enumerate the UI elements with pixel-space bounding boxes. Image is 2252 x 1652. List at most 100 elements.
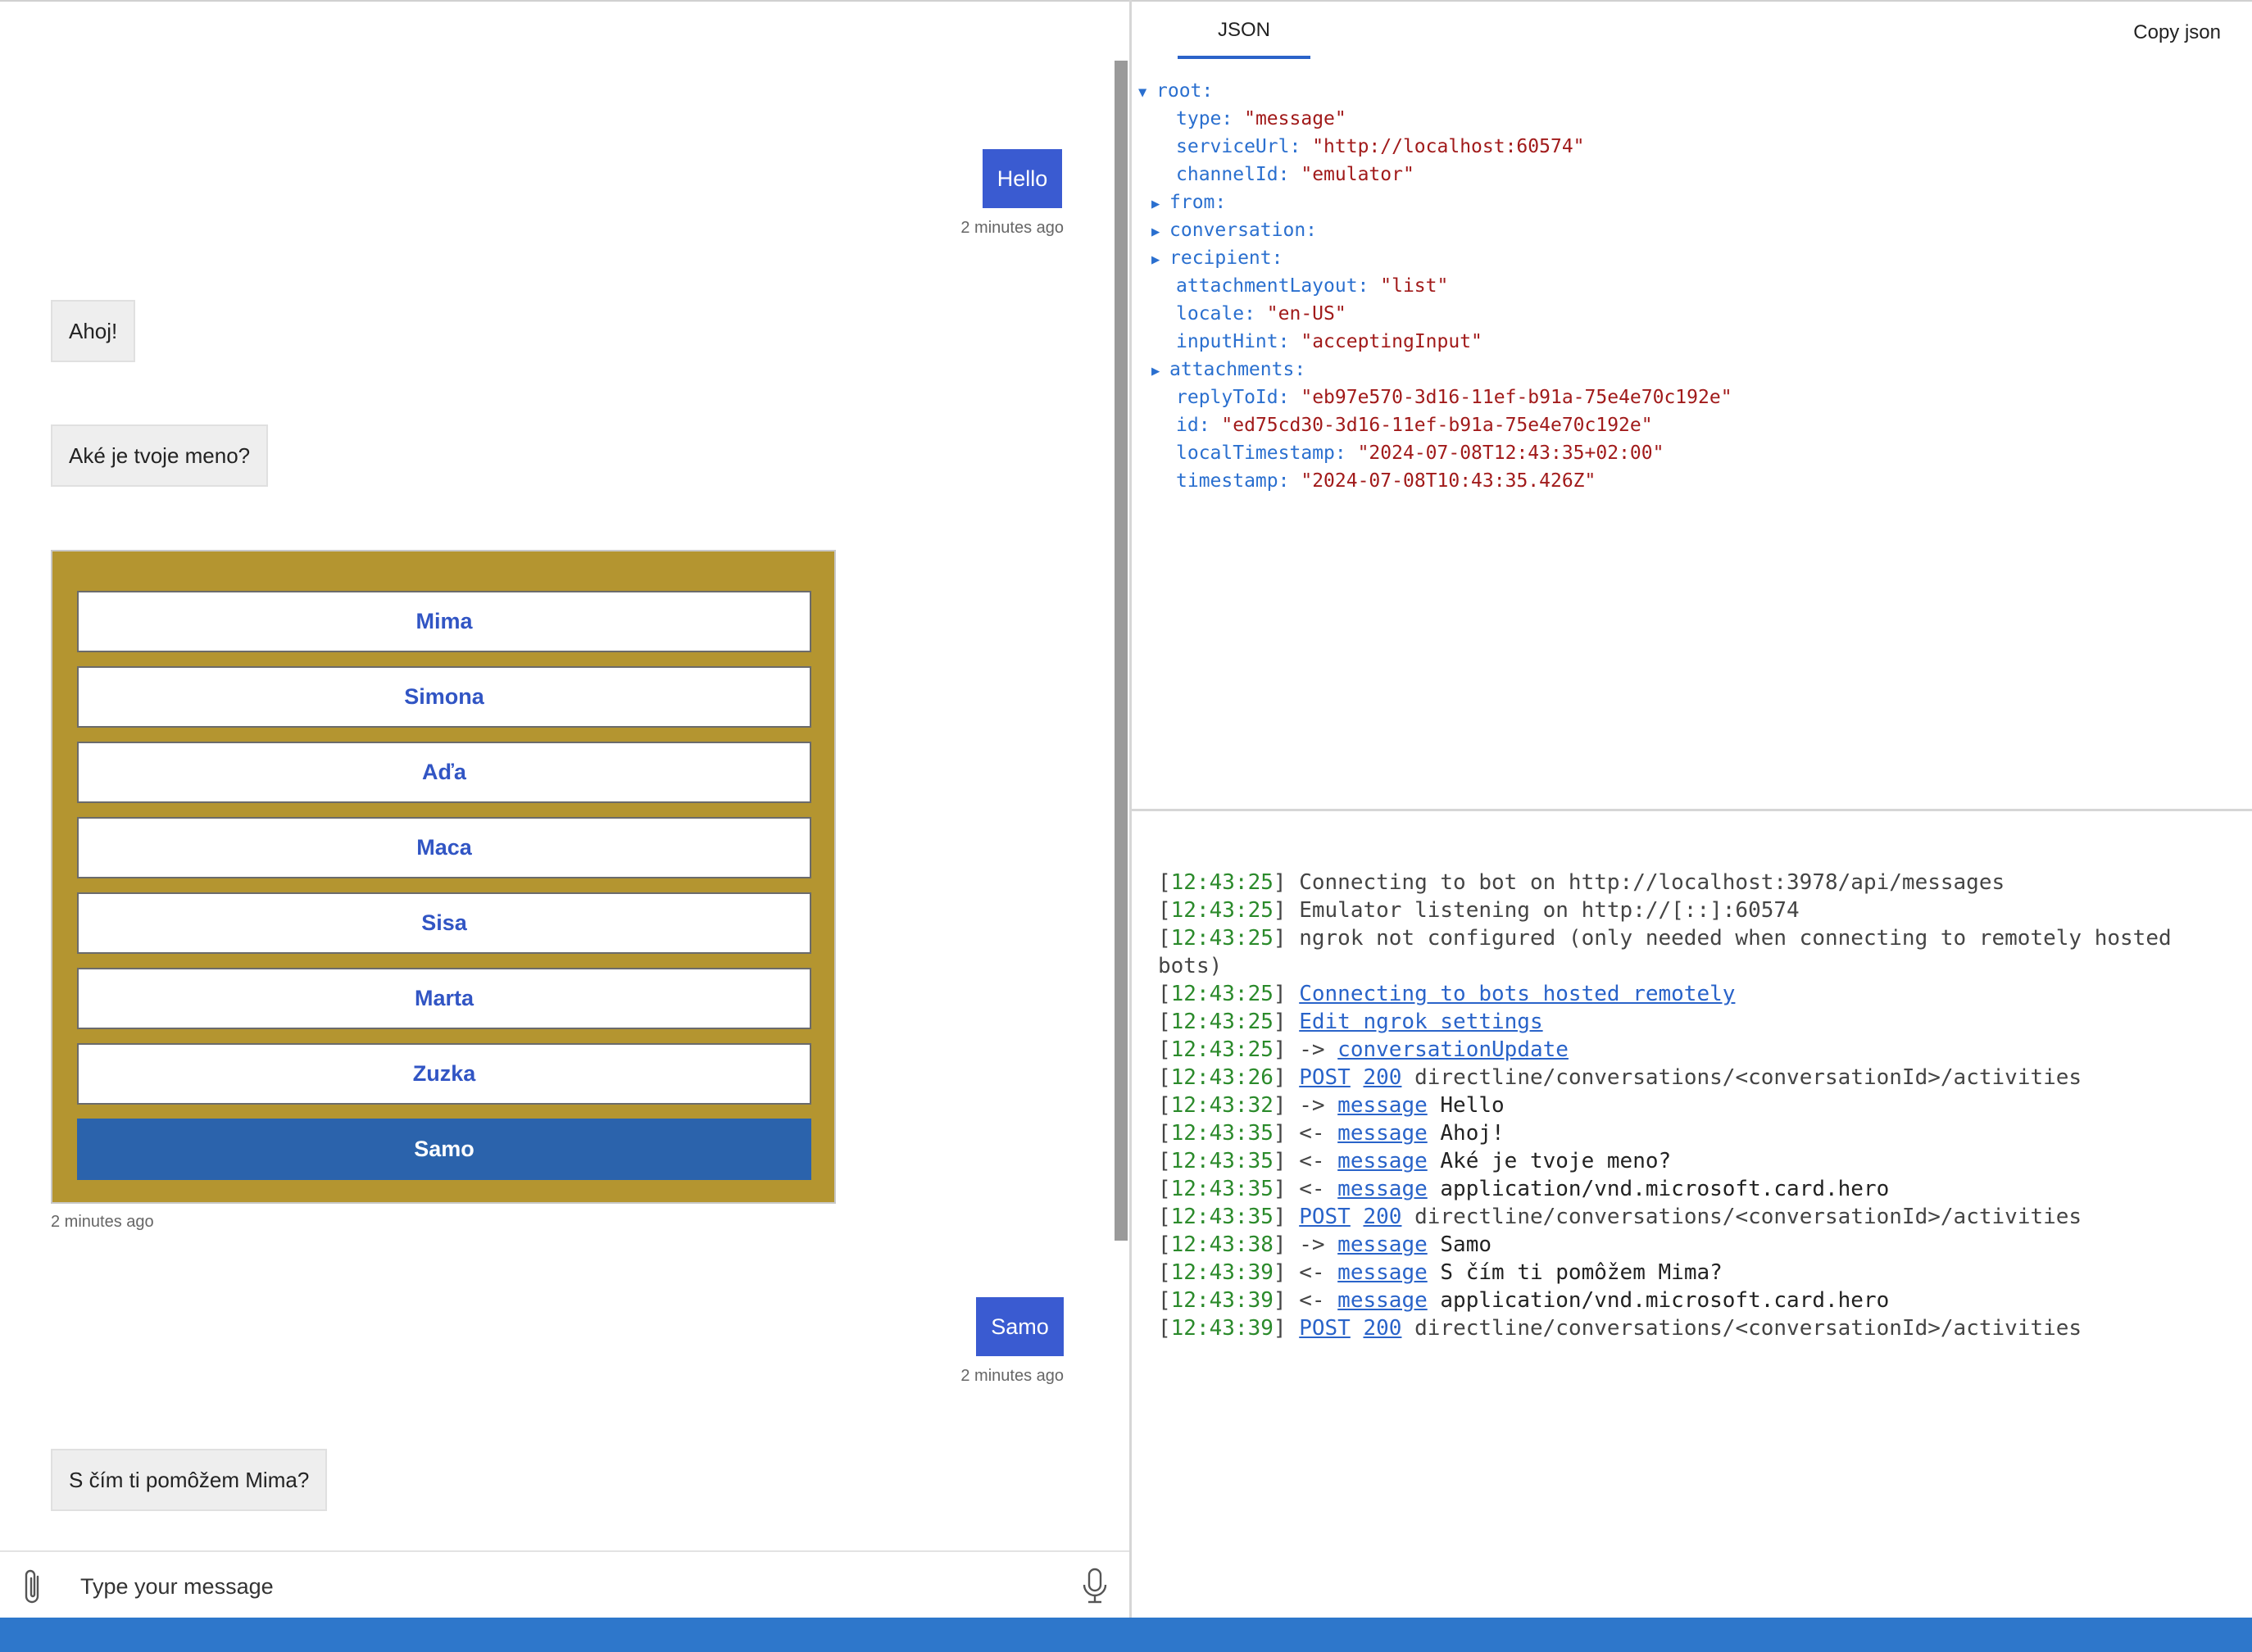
log-bracket: ]	[1273, 1037, 1300, 1062]
log-text: ->	[1299, 1093, 1338, 1118]
log-text: <-	[1299, 1149, 1338, 1173]
log-timestamp: 12:43:25	[1170, 926, 1274, 951]
json-tree-row: timestamp: "2024-07-08T10:43:35.426Z"	[1176, 467, 1596, 495]
json-tree-row[interactable]: ▶ attachments:	[1151, 356, 1305, 384]
log-message-text: Hello	[1427, 1093, 1505, 1118]
microphone-icon[interactable]	[1080, 1567, 1110, 1606]
log-timestamp: 12:43:25	[1170, 1037, 1274, 1062]
log-link[interactable]: message	[1337, 1288, 1428, 1313]
log-row: [12:43:35] <- message Ahoj!	[1158, 1119, 2232, 1147]
json-tree-row[interactable]: ▶conversation:	[1151, 216, 1317, 244]
hero-option-button[interactable]: Mima	[77, 591, 811, 652]
log-text: ->	[1299, 1232, 1338, 1257]
log-bracket: [	[1158, 1149, 1171, 1173]
log-link[interactable]: message	[1337, 1121, 1428, 1146]
hero-option-button[interactable]: Sisa	[77, 892, 811, 954]
log-link[interactable]: message	[1337, 1093, 1428, 1118]
chat-scrollbar[interactable]	[1115, 61, 1128, 1241]
log-link[interactable]: conversationUpdate	[1337, 1037, 1569, 1062]
message-text: S čím ti pomôžem Mima?	[69, 1467, 310, 1492]
log-text: Connecting to bot on http://localhost:39…	[1299, 870, 2005, 895]
log-link[interactable]: Connecting to bots hosted remotely	[1299, 982, 1736, 1006]
log-bracket: [	[1158, 1121, 1171, 1146]
log-bracket: ]	[1273, 1065, 1300, 1090]
log-link[interactable]: POST	[1299, 1205, 1351, 1229]
log-timestamp: 12:43:25	[1170, 982, 1274, 1006]
json-value: "list"	[1380, 275, 1449, 297]
json-tree-row: attachmentLayout: "list"	[1176, 272, 1448, 300]
json-value: "2024-07-08T12:43:35+02:00"	[1357, 442, 1664, 464]
json-value: "acceptingInput"	[1301, 331, 1482, 352]
log-bracket: [	[1158, 1065, 1171, 1090]
log-bracket: [	[1158, 1260, 1171, 1285]
log-bracket: [	[1158, 1093, 1171, 1118]
json-value: "eb97e570-3d16-11ef-b91a-75e4e70c192e"	[1301, 387, 1732, 408]
log-message-text: Samo	[1427, 1232, 1492, 1257]
log-text: <-	[1299, 1121, 1338, 1146]
json-key: inputHint:	[1176, 331, 1290, 352]
log-bracket: [	[1158, 1232, 1171, 1257]
json-tree-row[interactable]: ▶recipient:	[1151, 244, 1283, 272]
log-link[interactable]: 200	[1363, 1316, 1402, 1341]
bot-message-bubble: Ahoj!	[51, 300, 136, 362]
hero-option-button[interactable]: Simona	[77, 666, 811, 728]
caret-right-icon[interactable]: ▶	[1151, 363, 1160, 379]
log-row: [12:43:25] ngrok not configured (only ne…	[1158, 924, 2232, 980]
json-key: attachmentLayout:	[1176, 275, 1369, 297]
caret-right-icon[interactable]: ▶	[1151, 252, 1160, 268]
json-key: root:	[1156, 80, 1214, 102]
message-text: Hello	[997, 166, 1048, 191]
caret-right-icon[interactable]: ▶	[1151, 196, 1160, 212]
log-text	[1351, 1205, 1364, 1229]
log-row: [12:43:25] Edit ngrok settings	[1158, 1008, 2232, 1036]
log-bracket: ]	[1273, 982, 1300, 1006]
hero-option-button-selected[interactable]: Samo	[77, 1119, 811, 1180]
hero-option-button[interactable]: Zuzka	[77, 1043, 811, 1105]
log-text: ->	[1299, 1037, 1338, 1062]
log-link[interactable]: message	[1337, 1177, 1428, 1201]
log-link[interactable]: 200	[1363, 1205, 1402, 1229]
log-bracket: [	[1158, 926, 1171, 951]
message-composer	[0, 1550, 1129, 1618]
log-row: [12:43:25] Emulator listening on http://…	[1158, 896, 2232, 924]
log-link[interactable]: Edit ngrok settings	[1299, 1010, 1543, 1034]
tab-json[interactable]: JSON	[1217, 19, 1270, 41]
log-text: directline/conversations/<conversationId…	[1401, 1065, 2082, 1090]
json-key: from:	[1169, 192, 1227, 213]
json-tree-row[interactable]: ▼ root:	[1138, 77, 1213, 105]
log-link[interactable]: message	[1337, 1232, 1428, 1257]
json-key: attachments:	[1169, 359, 1306, 380]
copy-json-button[interactable]: Copy json	[2133, 21, 2221, 43]
json-key: type:	[1176, 108, 1233, 129]
caret-down-icon[interactable]: ▼	[1138, 84, 1147, 101]
caret-right-icon[interactable]: ▶	[1151, 224, 1160, 240]
json-tree-row: localTimestamp: "2024-07-08T12:43:35+02:…	[1176, 439, 1664, 467]
log-link[interactable]: message	[1337, 1149, 1428, 1173]
log-bracket: ]	[1273, 1177, 1300, 1201]
paperclip-icon[interactable]	[18, 1568, 48, 1606]
hero-option-button[interactable]: Maca	[77, 817, 811, 878]
log-message-text: Ahoj!	[1427, 1121, 1505, 1146]
log-link[interactable]: message	[1337, 1260, 1428, 1285]
hero-option-button[interactable]: Aďa	[77, 742, 811, 803]
vertical-divider[interactable]	[1129, 0, 1132, 1618]
log-bracket: [	[1158, 1288, 1171, 1313]
message-input[interactable]	[79, 1567, 1024, 1606]
json-tree-row[interactable]: ▶ from:	[1151, 188, 1226, 216]
log-row: [12:43:25] -> conversationUpdate	[1158, 1036, 2232, 1064]
hero-option-button[interactable]: Marta	[77, 968, 811, 1029]
log-bracket: [	[1158, 870, 1171, 895]
tab-active-indicator	[1178, 56, 1310, 59]
log-bracket: [	[1158, 898, 1171, 923]
log-bracket: [	[1158, 982, 1171, 1006]
message-timestamp: 2 minutes ago	[51, 1213, 154, 1231]
log-link[interactable]: POST	[1299, 1065, 1351, 1090]
message-timestamp: 2 minutes ago	[960, 219, 1064, 237]
json-value: "ed75cd30-3d16-11ef-b91a-75e4e70c192e"	[1221, 415, 1653, 436]
log-bracket: ]	[1273, 870, 1300, 895]
log-timestamp: 12:43:35	[1170, 1121, 1274, 1146]
json-key: localTimestamp:	[1176, 442, 1346, 464]
log-link[interactable]: POST	[1299, 1316, 1351, 1341]
log-link[interactable]: 200	[1363, 1065, 1402, 1090]
horizontal-divider[interactable]	[1132, 809, 2252, 811]
